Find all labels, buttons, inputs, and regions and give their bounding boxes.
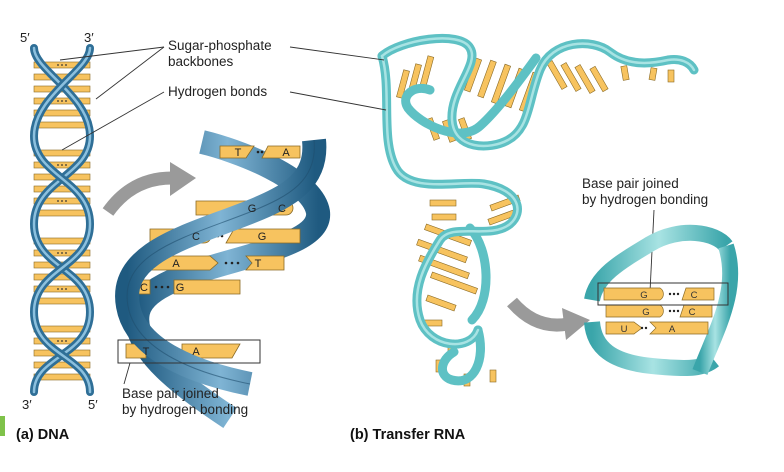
dna-base-letter: C (192, 231, 200, 243)
rna-base-letter: G (642, 307, 649, 318)
dna-base-letter: T (143, 346, 150, 358)
label-hydrogen-bonds: Hydrogen bonds (168, 84, 268, 99)
label-backbones-line2: backbones (168, 54, 234, 69)
label-dna-base-pair-line2: by hydrogen bonding (122, 402, 249, 417)
dna-large-strand-front-edge (126, 139, 315, 385)
dna-small-strand-2-highlight (32, 46, 92, 394)
dna-base-letter: A (172, 258, 180, 270)
trna-enlarged-base-letters: G C G C U A (621, 290, 698, 335)
rna-base-letter: G (640, 290, 647, 301)
trna-enlarged-strand-top (584, 224, 733, 302)
dna-small-strand-1-highlight (32, 46, 92, 394)
caption-dna: (a) DNA (16, 427, 70, 443)
trna-backbone-highlight (380, 37, 696, 346)
dna-end-label-3prime-top: 3′ (84, 30, 94, 45)
dna-base-letter: G (248, 203, 257, 215)
dna-zoom-arrow (102, 171, 173, 216)
dna-end-label-5prime-bottom: 5′ (88, 397, 98, 412)
dna-end-label-5prime-top: 5′ (20, 30, 30, 45)
trna-enlarged-segment: G C G C U A (584, 224, 739, 376)
dna-base-letter: T (235, 147, 242, 159)
dna-end-label-3prime-bottom: 3′ (22, 397, 32, 412)
trna-zoom-arrowhead (562, 308, 590, 340)
dna-zoom-arrowhead (170, 162, 196, 196)
label-dna-base-pair: Base pair joined by hydrogen bonding (122, 386, 248, 418)
dna-base-letter: C (140, 282, 148, 294)
dna-large-helix: T A G C C G A T C G T A (115, 130, 330, 428)
label-sugar-phosphate-backbones: Sugar-phosphate backbones (168, 38, 272, 70)
dna-base-letter: A (282, 147, 290, 159)
dna-base-letter: A (192, 346, 200, 358)
dna-base-letter: C (278, 203, 286, 215)
dna-base-letter: G (176, 282, 185, 294)
trna-enlarged-base-pairs (603, 287, 715, 335)
dna-large-base-letters: T A G C C G A T C G T A (140, 147, 290, 358)
dna-base-letter: T (255, 258, 262, 270)
trna-zoom-arrow (507, 297, 570, 332)
rna-base-letter: C (689, 307, 696, 318)
label-dna-base-pair-line1: Base pair joined (122, 386, 219, 401)
label-backbones-line1: Sugar-phosphate (168, 38, 272, 53)
caption-transfer-rna: (b) Transfer RNA (350, 427, 466, 443)
trna-base-pair-highlight-box (597, 282, 729, 306)
dna-small-hbond-dots (57, 64, 67, 342)
rna-base-letter: U (621, 324, 628, 335)
trna-enlarged-strand-right (692, 243, 739, 375)
label-trna-base-pair: Base pair joined by hydrogen bonding (582, 176, 708, 208)
dna-small-helix (29, 44, 95, 396)
trna-enlarged-hbond-dots (640, 292, 680, 330)
label-trna-base-pair-line1: Base pair joined (582, 176, 679, 191)
rna-base-letter: C (691, 290, 698, 301)
rna-base-letter: A (669, 324, 676, 335)
margin-marker (0, 416, 5, 436)
dna-base-pair-highlight-box (117, 339, 261, 364)
dna-base-letter: G (258, 231, 267, 243)
trna-backbone (377, 33, 699, 386)
trna-structure (377, 33, 699, 387)
dna-leader-lines (59, 46, 165, 385)
label-trna-base-pair-line2: by hydrogen bonding (582, 192, 709, 207)
